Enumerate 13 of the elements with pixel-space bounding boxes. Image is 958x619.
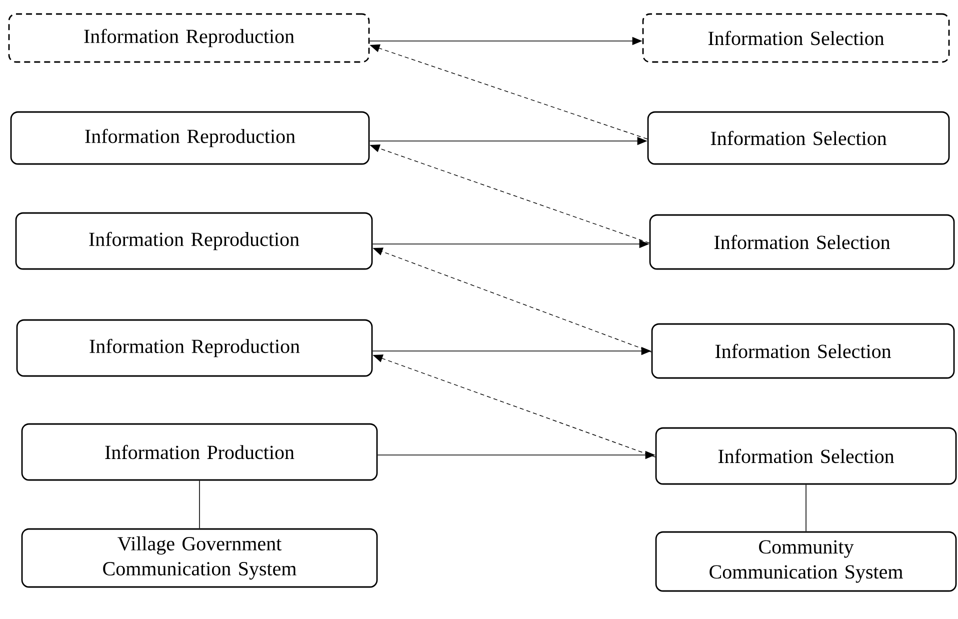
process-box: Village Government Communication System xyxy=(21,528,378,588)
process-box: Community Communication System xyxy=(655,531,957,592)
dashed-box: Information Reproduction xyxy=(8,13,370,63)
process-box: Information Reproduction xyxy=(10,111,370,165)
process-box: Information Reproduction xyxy=(16,319,373,377)
process-box: Information Selection xyxy=(647,111,950,165)
process-box: Information Selection xyxy=(655,427,957,485)
process-box: Information Selection xyxy=(651,323,955,379)
connector-line xyxy=(199,480,200,529)
process-box: Information Reproduction xyxy=(15,212,373,270)
process-box: Information Selection xyxy=(649,214,955,270)
process-box: Information Production xyxy=(21,423,378,481)
dashed-box: Information Selection xyxy=(642,13,950,63)
